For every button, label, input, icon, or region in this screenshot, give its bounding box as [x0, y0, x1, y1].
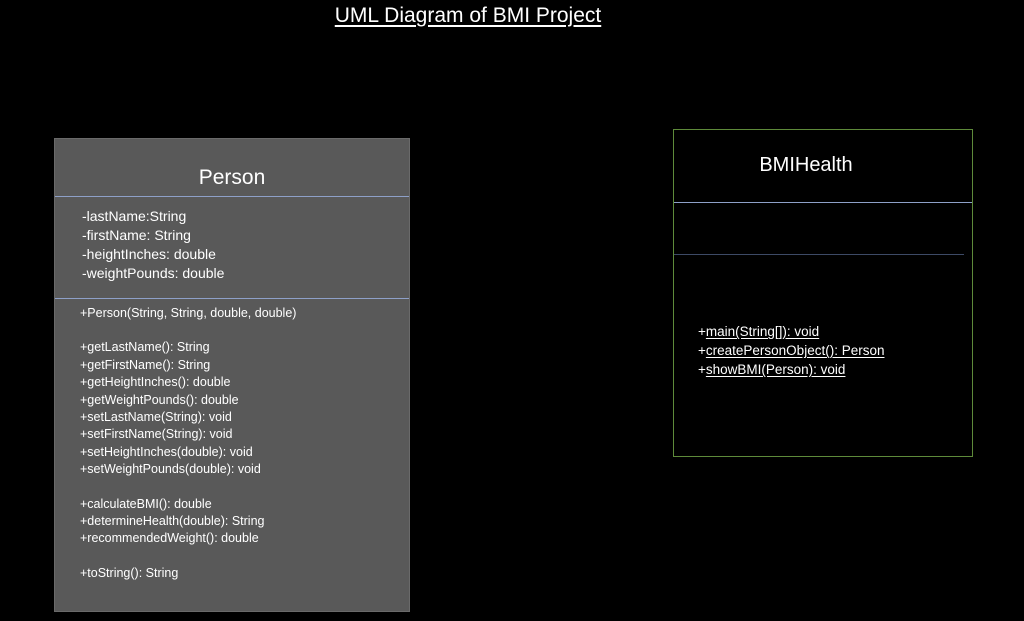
person-attributes-divider: [55, 298, 409, 299]
person-name-divider: [55, 196, 409, 197]
person-method: +setFirstName(String): void: [80, 427, 233, 442]
person-method: +recommendedWeight(): double: [80, 531, 259, 546]
person-method: +getLastName(): String: [80, 340, 210, 355]
person-method: +calculateBMI(): double: [80, 496, 212, 511]
person-class-box: Person -lastName:String -firstName: Stri…: [54, 138, 410, 612]
person-class-name: Person: [198, 166, 266, 189]
person-method: +setWeightPounds(double): void: [80, 462, 261, 477]
bmihealth-method: +createPersonObject(): Person: [698, 341, 884, 360]
bmihealth-class-name: BMIHealth: [759, 154, 853, 176]
bmihealth-name-divider: [674, 202, 972, 203]
person-method: +getHeightInches(): double: [80, 375, 231, 390]
bmihealth-methods: +main(String[]): void +createPersonObjec…: [698, 322, 884, 379]
person-method: +toString(): String: [80, 565, 179, 580]
person-attribute: -firstName: String: [82, 227, 191, 243]
diagram-title: UML Diagram of BMI Project: [334, 4, 602, 27]
person-method: +setHeightInches(double): void: [80, 444, 253, 459]
bmihealth-method: +main(String[]): void: [698, 322, 884, 341]
method-signature: main(String[]): void: [705, 324, 820, 339]
person-method: +setLastName(String): void: [80, 410, 232, 425]
bmihealth-class-box: BMIHealth +main(String[]): void +createP…: [673, 129, 973, 457]
accessor-group: +getLastName(): String +getFirstName(): …: [80, 339, 296, 478]
method-visibility: +: [698, 343, 706, 358]
tostring-group: +toString(): String: [80, 565, 296, 582]
person-method: +Person(String, String, double, double): [80, 306, 297, 320]
method-signature: createPersonObject(): Person: [705, 343, 885, 358]
method-signature: showBMI(Person): void: [705, 362, 846, 377]
method-visibility: +: [698, 324, 706, 339]
person-attributes: -lastName:String -firstName: String -hei…: [82, 207, 224, 283]
bmihealth-method: +showBMI(Person): void: [698, 360, 884, 379]
person-method: +determineHealth(double): String: [80, 514, 265, 529]
constructor-group: +Person(String, String, double, double): [80, 305, 296, 322]
method-visibility: +: [698, 362, 706, 377]
person-methods: +Person(String, String, double, double) …: [80, 305, 296, 599]
person-attribute: -heightInches: double: [82, 246, 216, 262]
person-attribute: -lastName:String: [82, 208, 187, 224]
person-method: +getFirstName(): String: [80, 357, 211, 372]
bmihealth-attributes-divider: [674, 254, 964, 255]
calculation-group: +calculateBMI(): double +determineHealth…: [80, 496, 296, 548]
person-attribute: -weightPounds: double: [82, 265, 225, 281]
person-method: +getWeightPounds(): double: [80, 392, 239, 407]
